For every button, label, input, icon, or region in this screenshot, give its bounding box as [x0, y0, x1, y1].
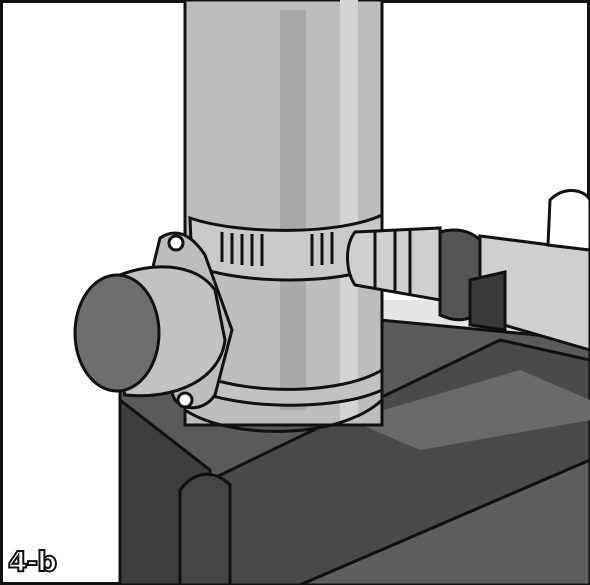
pipe-bottom-curve: [184, 398, 384, 433]
port-cap: [73, 273, 161, 393]
clamp-band-teeth: [220, 232, 334, 266]
flange-bolt-hole-bottom: [176, 391, 194, 409]
hose-end-ring: [546, 189, 590, 252]
flange-bolt-hole-top: [167, 234, 185, 252]
clamp-band-bottom: [198, 367, 384, 407]
base-rounded-edge: [178, 472, 232, 585]
pipe-shine: [340, 0, 358, 420]
base-front-face: [299, 458, 590, 585]
figure-label: 4-b: [7, 544, 58, 579]
hose-bracket: [468, 270, 507, 332]
base-highlight: [350, 370, 590, 450]
nozzle-rings: [373, 229, 412, 295]
pipe-highlight: [280, 10, 306, 410]
